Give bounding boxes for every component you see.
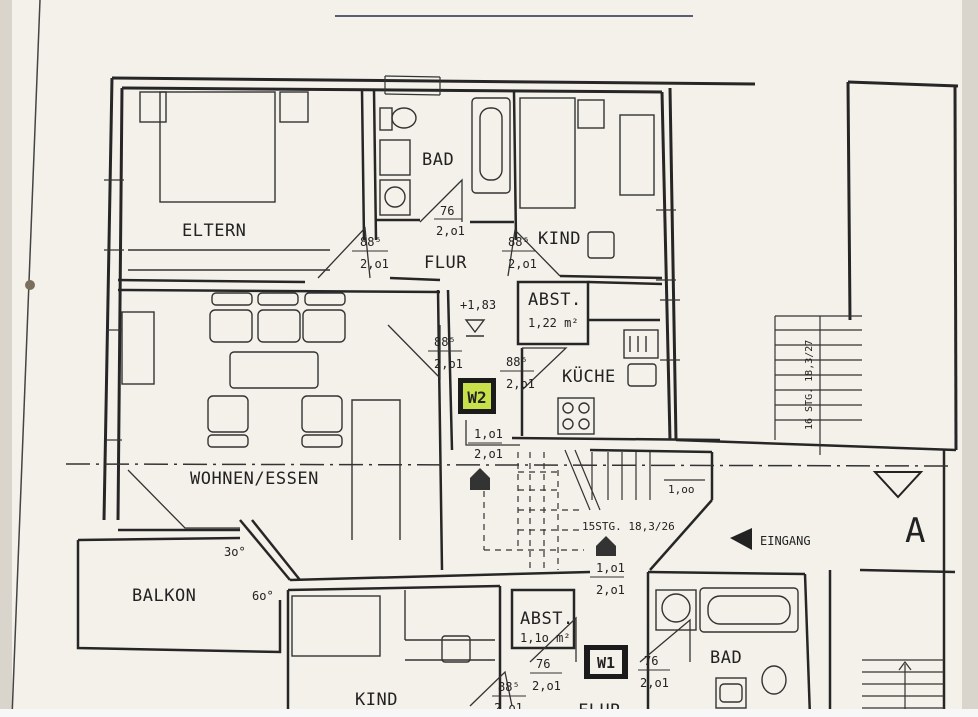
bathtub-top bbox=[471, 97, 511, 194]
landing-label: 1,oo bbox=[668, 483, 695, 496]
room-abst-top-area: 1,22 m² bbox=[528, 316, 579, 330]
door-bad-height: 2,o1 bbox=[436, 224, 465, 238]
staircase-dashed bbox=[483, 452, 584, 570]
stairs-note-label: 15STG. 18,3/26 bbox=[582, 520, 675, 533]
door-wohnen-height: 2,o1 bbox=[434, 357, 463, 371]
door-abst-bottom-width: 76 bbox=[536, 657, 550, 671]
door-dimensions: 76 2,o1 88⁵ 2,o1 88⁵ 2,o1 88⁵ 2,o1 88⁵ 2… bbox=[352, 204, 670, 715]
sofa-set bbox=[209, 292, 346, 343]
stove bbox=[557, 397, 595, 435]
furniture bbox=[121, 91, 799, 709]
washer-bottom bbox=[655, 589, 697, 631]
double-bed bbox=[159, 91, 276, 203]
door-bad-bottom-width: 76 bbox=[644, 654, 658, 668]
door-kueche-width: 88⁵ bbox=[506, 355, 528, 369]
room-wohnen-essen: WOHNEN/ESSEN bbox=[190, 469, 319, 489]
room-kueche: KÜCHE bbox=[562, 365, 616, 387]
height-mark-label: +1,83 bbox=[460, 298, 496, 312]
door-bad-bottom-height: 2,o1 bbox=[640, 676, 669, 690]
windows bbox=[104, 75, 680, 441]
room-bad-bottom: BAD bbox=[710, 648, 742, 668]
angle-30-label: 3o° bbox=[224, 545, 246, 559]
exterior-walls bbox=[102, 76, 959, 521]
room-kind-bottom: KIND bbox=[355, 690, 398, 710]
room-balkon: BALKON bbox=[132, 586, 196, 606]
section-line bbox=[65, 463, 951, 499]
nightstand-left bbox=[139, 91, 167, 123]
section-a-label: A bbox=[905, 511, 925, 551]
staircase-center bbox=[564, 449, 705, 511]
room-kind-top: KIND bbox=[538, 229, 581, 249]
w2-badge-fill bbox=[463, 383, 491, 409]
nightstand-right bbox=[279, 91, 309, 123]
washer-top bbox=[379, 179, 411, 216]
paper-sheet bbox=[12, 0, 962, 717]
door-kind-width: 88⁵ bbox=[508, 235, 530, 249]
level-marker-icon bbox=[464, 319, 486, 334]
sink-top bbox=[379, 139, 411, 176]
toilet-bottom bbox=[761, 665, 787, 695]
door-w2-width: 1,o1 bbox=[474, 427, 503, 441]
dining-table bbox=[229, 351, 319, 389]
door-eltern-height: 2,o1 bbox=[360, 257, 389, 271]
door-kueche-height: 2,o1 bbox=[506, 377, 535, 391]
eingang-label: EINGANG bbox=[760, 534, 811, 548]
interior-walls bbox=[76, 89, 957, 717]
door-eltern-width: 88⁵ bbox=[360, 235, 382, 249]
door-wohnen-width: 88⁵ bbox=[434, 335, 456, 349]
door-w1-height: 2,o1 bbox=[596, 583, 625, 597]
staircase-right bbox=[774, 315, 862, 455]
unit-w2-label: W2 bbox=[467, 388, 486, 407]
section-marker-icon bbox=[872, 471, 924, 499]
stair-arrow-icon bbox=[596, 536, 616, 556]
angle-60-label: 6o° bbox=[252, 589, 274, 603]
door-swings bbox=[127, 178, 691, 707]
room-abst-bottom: ABST. bbox=[520, 609, 574, 629]
door-w2-height: 2,o1 bbox=[474, 447, 503, 461]
bathtub-bottom bbox=[699, 587, 799, 633]
w2-entry-arrow-icon bbox=[470, 468, 490, 490]
room-eltern: ELTERN bbox=[182, 221, 246, 241]
door-abst-bottom-height: 2,o1 bbox=[532, 679, 561, 693]
paper-edge bbox=[11, 0, 41, 717]
single-bed-top bbox=[519, 97, 576, 209]
sink-bottom bbox=[715, 677, 747, 709]
door-kind-height: 2,o1 bbox=[508, 257, 537, 271]
room-abst-top: ABST. bbox=[528, 290, 582, 310]
room-flur-top: FLUR bbox=[424, 253, 467, 273]
door-kind-bottom-width: 88⁵ bbox=[498, 680, 520, 694]
stairs-side-label: 16 STG. 18,3/27 bbox=[804, 340, 815, 430]
unit-w1-label: W1 bbox=[597, 654, 615, 672]
door-w1-width: 1,o1 bbox=[596, 561, 625, 575]
door-bad-width: 76 bbox=[440, 204, 454, 218]
binder-hole bbox=[25, 280, 35, 290]
w1-badge-fill bbox=[590, 650, 622, 674]
entrance-arrows bbox=[464, 319, 752, 556]
staircase-lower-right bbox=[862, 659, 944, 717]
room-bad-top: BAD bbox=[422, 150, 454, 170]
room-abst-bottom-area: 1,1o m² bbox=[520, 631, 571, 645]
eingang-arrow-icon bbox=[730, 528, 752, 550]
bottom-border bbox=[0, 709, 978, 717]
